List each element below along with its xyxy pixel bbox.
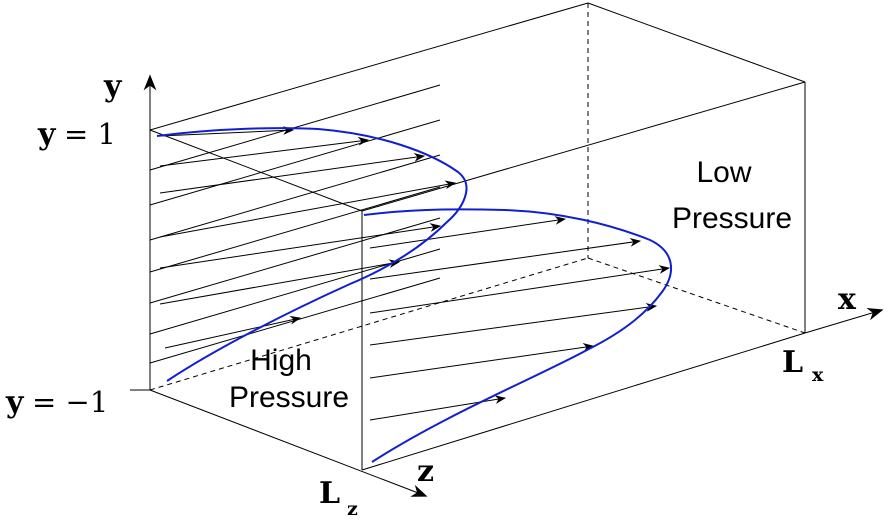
flow-line [149,186,441,273]
y-lower-bound-value: = −1 [32,385,108,419]
x-axis-label: x [838,282,857,317]
velocity-arrow [159,136,370,167]
y-axis-label: y [103,69,123,104]
bottom-front-edge [361,332,806,471]
top-depth-front-edge [149,129,363,212]
flow-line [149,217,441,304]
y-lower-bound-variable: y [5,385,25,420]
z-axis-arrow [149,389,428,497]
velocity-profiles [156,127,672,463]
velocity-arrow [369,343,595,379]
velocity-arrow [164,315,302,349]
y-upper-bound-value: = 1 [64,117,116,151]
x-axis-arrow [804,307,884,334]
top-back-edge [149,2,589,131]
flow-line [149,119,441,206]
axes [130,74,884,497]
top-depth-back-edge [587,2,806,83]
front-velocity-profile-curve [363,208,672,463]
box-edges [149,2,806,471]
lz-label: L [319,476,340,511]
lx-subscript: x [812,364,824,386]
back-plane-flow-lines [149,84,441,364]
y-upper-bound-variable: y [37,117,57,152]
velocity-arrow [159,223,442,269]
velocity-arrow [369,302,658,346]
high-pressure-label-line1: High [250,344,312,377]
velocity-arrow [159,259,401,305]
bottom-depth-back-edge [587,257,806,334]
back-velocity-profile-curve [156,127,468,382]
high-pressure-label-line2: Pressure [229,381,349,414]
velocity-arrow [159,180,457,238]
lx-label: L [782,345,803,380]
velocity-arrow [159,153,426,194]
z-axis-label: z [417,454,434,489]
flow-line [149,154,441,241]
back-plane-velocity-arrows [159,126,457,349]
hidden-edges [149,3,806,391]
front-plane-velocity-arrows [369,216,671,421]
lz-subscript: z [347,498,358,520]
low-pressure-label-line1: Low [696,156,751,189]
bottom-back-edge [149,257,589,391]
velocity-arrow [369,216,567,249]
velocity-arrow [369,238,642,280]
velocity-arrow [159,126,295,137]
top-front-edge [361,81,806,212]
low-pressure-label-line2: Pressure [672,202,792,235]
velocity-arrow [369,265,671,314]
